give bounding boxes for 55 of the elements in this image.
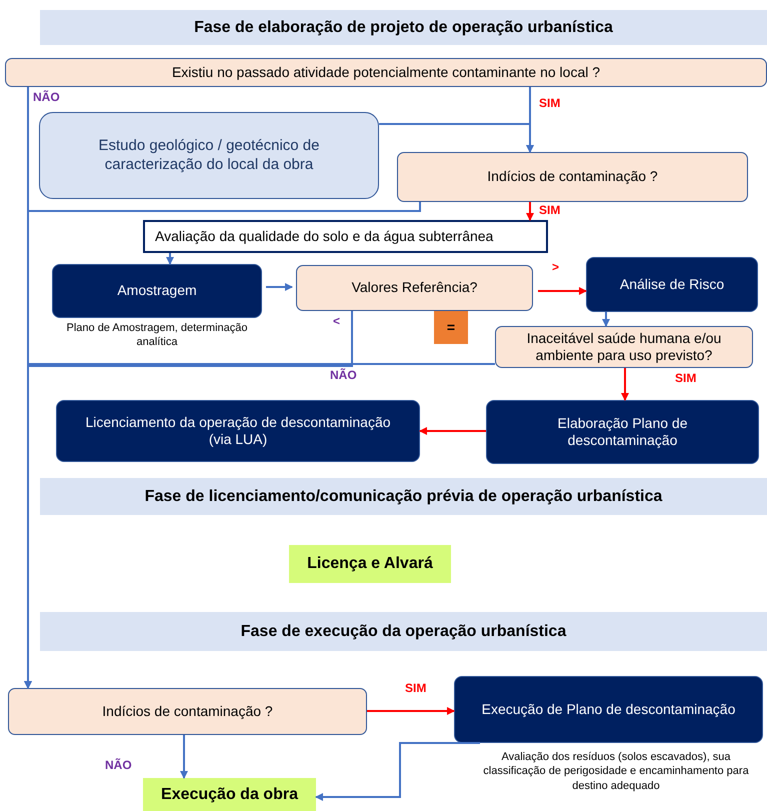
- node-text: Indícios de contaminação ?: [102, 702, 273, 720]
- arrow: [166, 253, 174, 265]
- arrow: [24, 363, 495, 689]
- node-text: Existiu no passado atividade potencialmente contaminante no local ?: [172, 64, 600, 82]
- arrow: [315, 742, 480, 801]
- decision-box: [5, 58, 767, 87]
- arrow: [602, 312, 610, 327]
- node-text: Fase de execução da operação urbanística: [240, 622, 566, 642]
- edge-label: SIM: [404, 681, 428, 695]
- node-text: Licença e Alvará: [307, 554, 433, 574]
- edge-label: NÃO: [32, 90, 61, 104]
- phase-band: [40, 10, 767, 45]
- phase-band: [40, 612, 767, 651]
- decision-box: [495, 326, 753, 368]
- arrow: [526, 202, 534, 221]
- arrow: [379, 123, 534, 153]
- node-text: Inaceitável saúde humana e/ou ambiente para uso previsto?: [526, 330, 722, 364]
- phase-band: [40, 478, 767, 515]
- node-text: Licenciamento da operação de descontaminação (via LUA): [84, 414, 392, 448]
- node-text: =: [446, 318, 456, 336]
- node-text: Amostragem: [117, 282, 197, 300]
- result-box: [143, 778, 316, 811]
- edge-label: SIM: [538, 96, 562, 110]
- process-box: [586, 257, 758, 312]
- edge-label: NÃO: [104, 758, 133, 772]
- arrow: [367, 707, 455, 715]
- node-text: Estudo geológico / geotécnico de caracterização do local da obra: [98, 136, 320, 174]
- edge-label: SIM: [538, 203, 562, 217]
- decision-box: [8, 688, 367, 735]
- note-text: Avaliação dos resíduos (solos escavados), sua classificação de perigosidade e encaminhamento para destino adequado: [482, 750, 750, 793]
- edge-label: SIM: [674, 371, 698, 385]
- process-box: [486, 400, 759, 464]
- process-box: [39, 112, 379, 199]
- arrow: [538, 287, 587, 295]
- arrow: [180, 735, 188, 779]
- arrow: [419, 427, 486, 435]
- node-text: Fase de elaboração de projeto de operação urbanística: [194, 18, 613, 38]
- process-box: [143, 220, 548, 253]
- result-box: [289, 545, 451, 583]
- node-text: Análise de Risco: [620, 276, 724, 294]
- arrow: [621, 368, 629, 401]
- node-text: Valores Referência?: [352, 279, 478, 297]
- equal-box: [434, 311, 468, 344]
- node-text: Execução da obra: [161, 784, 298, 804]
- decision-box: [397, 152, 748, 202]
- edge-label: NÃO: [329, 368, 358, 382]
- node-text: Fase de licenciamento/comunicação prévia de operação urbanística: [144, 486, 662, 506]
- note-text: Plano de Amostragem, determinação analítica: [66, 321, 248, 350]
- decision-box: [296, 265, 533, 311]
- node-text: Execução de Plano de descontaminação: [482, 700, 736, 718]
- node-text: Avaliação da qualidade do solo e da água subterrânea: [155, 228, 494, 246]
- arrow: [266, 283, 293, 291]
- node-text: Indícios de contaminação ?: [487, 168, 658, 186]
- node-text: Elaboração Plano de descontaminação: [556, 414, 688, 450]
- process-box: [56, 400, 420, 462]
